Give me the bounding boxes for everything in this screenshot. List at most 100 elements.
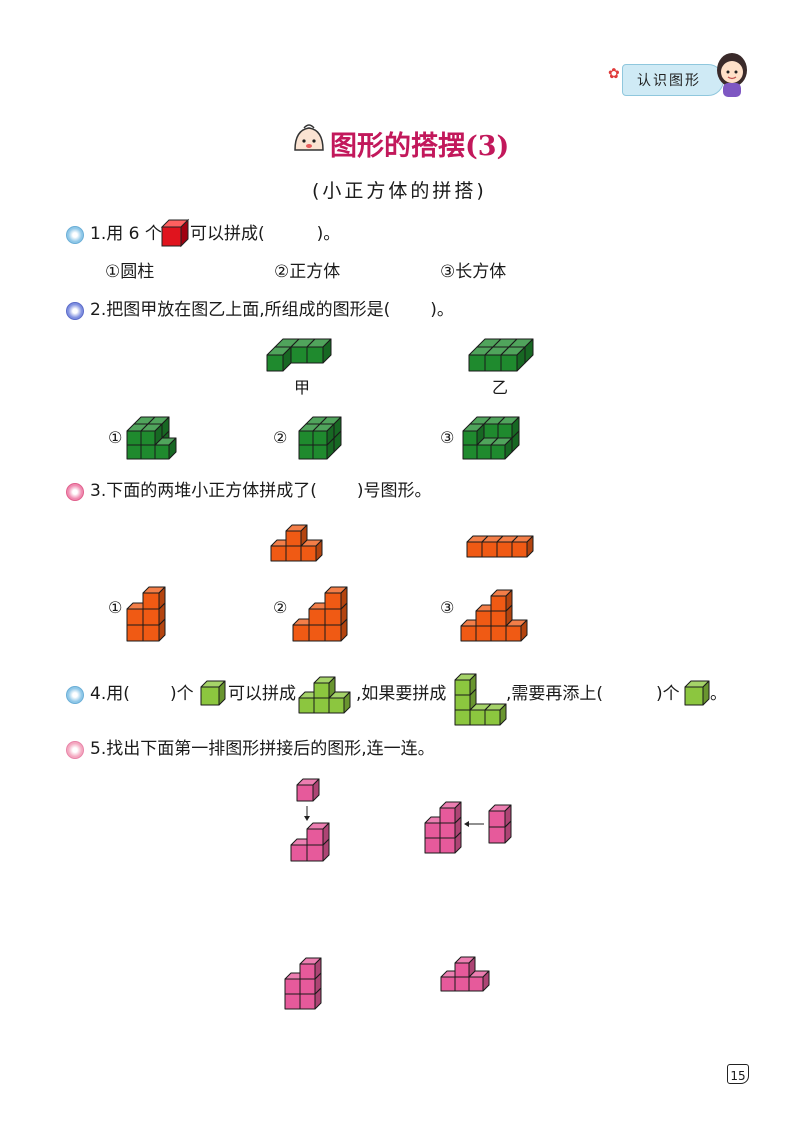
cube-face <box>298 430 314 446</box>
q5-bottom-figure-2[interactable] <box>440 942 496 992</box>
q2-figure-a <box>266 338 332 372</box>
cube-face <box>285 545 302 562</box>
cube <box>306 822 330 846</box>
cube-face <box>490 444 506 460</box>
cube <box>500 346 526 372</box>
q4-bullet-icon <box>66 686 84 704</box>
q4-p3: 可以拼成 <box>228 684 296 704</box>
q4-shape-large <box>454 673 507 726</box>
cube <box>142 586 166 610</box>
q3-option-mark-1[interactable]: ① <box>108 598 123 617</box>
cube-face <box>462 430 478 446</box>
cube-face <box>140 430 156 446</box>
cube-face <box>684 686 704 706</box>
q1-option-2[interactable]: ②正方体 <box>274 262 341 282</box>
cube-face <box>439 837 456 854</box>
cube <box>684 680 710 706</box>
cube-face <box>308 624 326 642</box>
q2-option-mark-2[interactable]: ② <box>273 428 288 447</box>
page-title-text: 图形的搭摆 <box>330 131 465 162</box>
q5-single-cube <box>296 778 320 802</box>
cube-face <box>468 976 484 992</box>
cube-face <box>454 962 470 978</box>
cube-face <box>488 810 506 828</box>
q2-option-figure-1[interactable] <box>126 410 196 460</box>
cube <box>454 673 477 696</box>
flower-icon: ✿ <box>608 66 620 82</box>
cube <box>490 437 513 460</box>
q2-option-figure-2[interactable] <box>298 410 350 460</box>
q4-answer-blank-1[interactable] <box>140 683 170 705</box>
q4-lime-cube-icon-1 <box>200 680 226 706</box>
q3-option-mark-3[interactable]: ③ <box>440 598 455 617</box>
cube-face <box>312 444 328 460</box>
q4-p1: 4.用( <box>90 684 130 704</box>
cube-face <box>484 709 501 726</box>
cube <box>497 416 520 439</box>
cube-face <box>505 625 522 642</box>
cube-face <box>200 686 220 706</box>
header-badge: 认识图形 <box>622 64 724 96</box>
cube-face <box>324 624 342 642</box>
cube-face <box>490 610 507 627</box>
cube-face <box>439 822 456 839</box>
cube-face <box>324 592 342 610</box>
q4-p7: 。 <box>710 684 727 704</box>
cube <box>462 423 485 446</box>
cube-face <box>300 545 317 562</box>
q2-label-a: 甲 <box>294 378 311 397</box>
cube-face <box>299 993 316 1010</box>
page-title-number: (3) <box>465 131 510 162</box>
q5-l-piece <box>290 822 330 862</box>
cube-face <box>511 541 528 558</box>
cube <box>296 778 320 802</box>
q2-figure-b <box>468 338 534 372</box>
cube <box>299 957 322 980</box>
q2-text: 2.把图甲放在图乙上面,所组成的图形是()。 <box>90 299 454 321</box>
q3-end: )号图形。 <box>356 481 432 501</box>
q3-option-figure-1[interactable] <box>126 578 178 642</box>
q5-top-figure-1[interactable] <box>290 778 350 862</box>
cube-face <box>142 608 160 626</box>
cube-face <box>466 541 483 558</box>
q4-answer-blank-2[interactable] <box>620 683 656 705</box>
cube <box>511 535 534 558</box>
q3-text: 3.下面的两堆小正方体拼成了()号图形。 <box>90 480 432 502</box>
cube-face <box>424 837 441 854</box>
q3-option-mark-2[interactable]: ② <box>273 598 288 617</box>
cube <box>312 423 335 446</box>
page-number: 15 <box>730 1069 746 1083</box>
cube-face <box>481 541 498 558</box>
cube-face <box>126 608 144 626</box>
cube-face <box>312 430 328 446</box>
q3-option-figure-3[interactable] <box>460 578 530 642</box>
q5-bottom-figure-1[interactable] <box>284 938 340 1010</box>
q3-option-figure-2[interactable] <box>292 578 362 642</box>
header-badge-text: 认识图形 <box>637 73 701 89</box>
cube-face <box>424 822 441 839</box>
q5-top-figure-2[interactable] <box>424 784 524 854</box>
q1-option-1[interactable]: ①圆柱 <box>105 262 155 282</box>
q1-text: 1.用 6 个 <box>90 223 162 245</box>
cube-face <box>290 346 308 364</box>
q4-p4: ,如果要拼成 <box>356 684 447 704</box>
q3-pile-a <box>270 524 323 562</box>
q2-bullet-icon <box>66 302 84 320</box>
q1-bullet-icon <box>66 226 84 244</box>
cube-face <box>475 610 492 627</box>
cube <box>285 524 308 547</box>
cube-face <box>313 697 330 714</box>
cube-face <box>476 444 492 460</box>
cube <box>505 619 528 642</box>
cube-face <box>298 697 315 714</box>
red-cube-icon <box>160 218 190 248</box>
cube-face <box>126 624 144 642</box>
cube-face <box>306 844 324 862</box>
q1-option-3[interactable]: ③长方体 <box>440 262 507 282</box>
page-number-badge: 15 <box>727 1064 749 1084</box>
arrow-down-head <box>304 816 310 821</box>
q2-option-figure-3[interactable] <box>462 410 532 460</box>
cube <box>490 589 513 612</box>
q2-option-mark-3[interactable]: ③ <box>440 428 455 447</box>
q2-option-mark-1[interactable]: ① <box>108 428 123 447</box>
